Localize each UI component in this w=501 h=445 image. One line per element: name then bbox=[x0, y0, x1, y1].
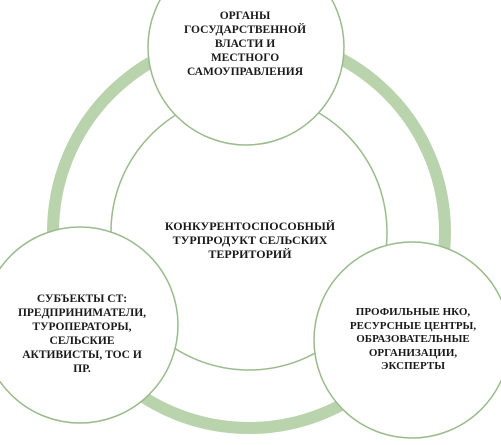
top-label-line: ВЛАСТИ И bbox=[214, 38, 276, 50]
top-node-circle bbox=[147, 0, 345, 146]
left-label-line: СЕЛЬСКИЕ bbox=[49, 335, 115, 347]
right-label-line: ПРОФИЛЬНЫЕ НКО, bbox=[355, 306, 471, 318]
left-label-line: ПР. bbox=[73, 363, 91, 375]
right-label-line: ОРГАНИЗАЦИИ, bbox=[368, 346, 458, 359]
center-label-line: ТУРПРОДУКТ СЕЛЬСКИХ bbox=[172, 233, 328, 247]
top-label-line: САМОУПРАВЛЕНИЯ bbox=[186, 66, 304, 78]
left-node-label: СУБЪЕКТЫ СТ: ПРЕДПРИНИМАТЕЛИ, ТУРОПЕРАТО… bbox=[2, 292, 162, 376]
right-label-line: РЕСУРСНЫЕ ЦЕНТРЫ, bbox=[349, 319, 477, 332]
top-label-line: ОРГАНЫ bbox=[219, 10, 271, 22]
right-node-label: ПРОФИЛЬНЫЕ НКО, РЕСУРСНЫЕ ЦЕНТРЫ, ОБРАЗО… bbox=[327, 306, 499, 374]
center-label-line: ТЕРРИТОРИЙ bbox=[208, 247, 292, 261]
left-label-line: СУБЪЕКТЫ СТ: bbox=[36, 293, 128, 305]
left-label-line: АКТИВИСТЫ, ТОС И bbox=[22, 349, 142, 361]
left-label-line: ТУРОПЕРАТОРЫ, bbox=[32, 321, 132, 333]
center-label-line: КОНКУРЕНТОСПОСОБНЫЙ bbox=[164, 219, 336, 233]
right-label-line: ОБРАЗОВАТЕЛЬНЫЕ bbox=[356, 333, 470, 345]
right-label-line: ЭКСПЕРТЫ bbox=[381, 360, 445, 372]
top-label-line: МЕСТНОГО bbox=[210, 52, 280, 64]
top-label-line: ГОСУДАРСТВЕННОЙ bbox=[183, 24, 307, 36]
right-node-circle bbox=[313, 241, 501, 439]
left-label-line: ПРЕДПРИНИМАТЕЛИ, bbox=[17, 307, 147, 319]
left-node-circle bbox=[0, 226, 179, 424]
top-node-label: ОРГАНЫ ГОСУДАРСТВЕННОЙ ВЛАСТИ И МЕСТНОГО… bbox=[155, 9, 335, 79]
center-label: КОНКУРЕНТОСПОСОБНЫЙ ТУРПРОДУКТ СЕЛЬСКИХ … bbox=[140, 219, 360, 261]
